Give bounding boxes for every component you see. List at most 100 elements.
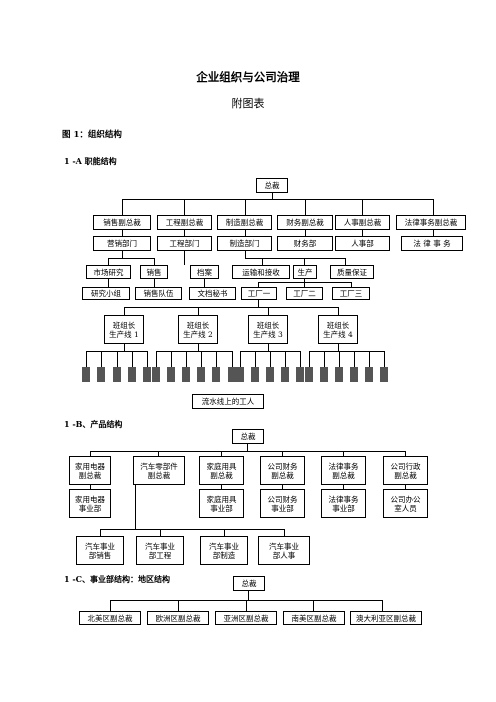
box-label: 人事部: [351, 239, 374, 248]
box-label: 汽车事业: [145, 541, 175, 551]
team-leader-box: 班组长 生产线 1: [104, 315, 144, 344]
worker-marker: [296, 367, 304, 382]
worker-marker: [380, 367, 388, 382]
region-vp-box: 亚洲区副总裁: [215, 611, 277, 625]
box-label: 生产: [297, 267, 313, 277]
box-label: 文档秘书: [197, 289, 228, 298]
document-title: 企业组织与公司治理: [196, 70, 300, 84]
box-label: 北美区副总裁: [87, 613, 133, 623]
box-label: 公司办公: [390, 494, 421, 504]
box-label: 副总裁: [271, 470, 294, 480]
auto-division-box: 汽车事业部销售: [76, 536, 124, 565]
box-label: 汽车事业: [269, 541, 299, 551]
box-label: 班组长: [186, 320, 210, 330]
worker-marker: [335, 367, 343, 382]
worker-marker: [128, 367, 136, 382]
box-label: 营销部门: [107, 239, 137, 248]
vp-box: 销售副总裁: [93, 215, 151, 230]
box-label: 家用电器: [75, 461, 105, 471]
box-label: 部人事: [272, 550, 296, 560]
dept-box: 法 律 事 务: [401, 236, 463, 251]
box-label: 公司财务: [267, 461, 298, 471]
box-label: 质量保证: [337, 267, 367, 277]
box-label: 副总裁: [147, 470, 171, 480]
section-b-heading: 1 -B、产品结构: [64, 419, 123, 429]
worker-marker: [251, 367, 259, 382]
box-label: 班组长: [112, 320, 136, 330]
vp-box: 人事副总裁: [335, 215, 390, 230]
division-box: 公司财务事业部: [260, 489, 305, 518]
box-label: 部制造: [212, 550, 236, 560]
region-vp-box: 澳大利亚区副总裁: [350, 611, 422, 625]
sub-unit-box: 运输和接收: [232, 265, 290, 279]
figure-heading: 图 1：组织结构: [62, 130, 122, 140]
vp-box: 公司财务副总裁: [260, 456, 305, 485]
box-label: 制造部门: [229, 239, 260, 248]
worker-marker: [97, 367, 105, 382]
worker-marker: [305, 367, 313, 382]
vp-box: 家用电器副总裁: [69, 456, 111, 485]
sub-unit-box: 质量保证: [330, 265, 374, 279]
box-label: 生产线 3: [253, 329, 283, 339]
worker-marker: [182, 367, 190, 382]
box-label: 室人员: [394, 503, 417, 513]
box-label: 班组长: [326, 320, 350, 330]
worker-marker: [113, 367, 121, 382]
division-box: 家用电器事业部: [69, 489, 111, 518]
vp-box: 家庭用具副总裁: [199, 456, 244, 485]
box-label: 制造副总裁: [225, 218, 264, 227]
box-label: 工程部门: [169, 239, 200, 248]
box-label: 市场研究: [93, 267, 124, 277]
sub-unit2-box: 工厂三: [332, 287, 370, 300]
team-leader-box: 班组长 生产线 3: [248, 315, 288, 344]
worker-marker: [228, 367, 236, 382]
auto-division-box: 汽车事业部工程: [136, 536, 184, 565]
dept-box: 人事部: [335, 236, 390, 251]
president-box: 总裁: [232, 429, 264, 444]
team-leader-box: 班组长 生产线 4: [318, 315, 358, 344]
box-label: 法 律 事 务: [413, 239, 451, 248]
sub-unit-box: 档案: [190, 265, 219, 279]
box-label: 法律事务: [328, 494, 359, 504]
box-label: 流水线上的工人: [201, 397, 255, 406]
box-label: 财务部: [293, 239, 317, 248]
box-label: 销售队伍: [143, 289, 174, 298]
vp-box: 财务副总裁: [277, 215, 333, 230]
box-label: 汽车零部件: [140, 461, 178, 471]
box-label: 总裁: [264, 181, 280, 190]
section-a-heading: 1 -A 职能结构: [64, 156, 117, 166]
box-label: 生产线 4: [323, 329, 353, 339]
dept-box: 工程部门: [157, 236, 212, 251]
box-label: 人事副总裁: [343, 218, 382, 227]
worker-marker: [82, 367, 90, 382]
worker-marker: [320, 367, 328, 382]
region-vp-box: 欧洲区副总裁: [147, 611, 209, 625]
vp-box: 法律事务副总裁: [396, 215, 466, 230]
box-label: 南美区副总裁: [291, 613, 337, 623]
worker-marker: [167, 367, 175, 382]
region-vp-box: 南美区副总裁: [283, 611, 345, 625]
team-leader-box: 班组长 生产线 2: [178, 315, 218, 344]
sub-unit-box: 销售: [140, 265, 168, 279]
worker-marker: [212, 367, 220, 382]
vp-box: 工程副总裁: [157, 215, 212, 230]
division-box: 法律事务事业部: [321, 489, 366, 518]
box-label: 销售: [146, 267, 162, 277]
box-label: 工厂一: [247, 289, 271, 298]
box-label: 生产线 2: [183, 329, 213, 339]
box-label: 汽车事业: [209, 541, 239, 551]
dept-box: 制造部门: [217, 236, 272, 251]
box-label: 家庭用具: [206, 494, 237, 504]
worker-marker: [281, 367, 289, 382]
document-subtitle: 附图表: [231, 97, 265, 110]
box-label: 澳大利亚区副总裁: [356, 613, 416, 623]
division-box: 家庭用具事业部: [199, 489, 244, 518]
box-label: 班组长: [256, 320, 280, 330]
sub-unit2-box: 工厂一: [241, 287, 277, 300]
box-label: 研究小组: [91, 289, 121, 298]
box-label: 总裁: [240, 432, 256, 441]
box-label: 生产线 1: [109, 329, 139, 339]
auto-division-box: 汽车事业部制造: [200, 536, 248, 565]
vp-box: 制造副总裁: [217, 215, 272, 230]
box-label: 部工程: [148, 550, 172, 560]
